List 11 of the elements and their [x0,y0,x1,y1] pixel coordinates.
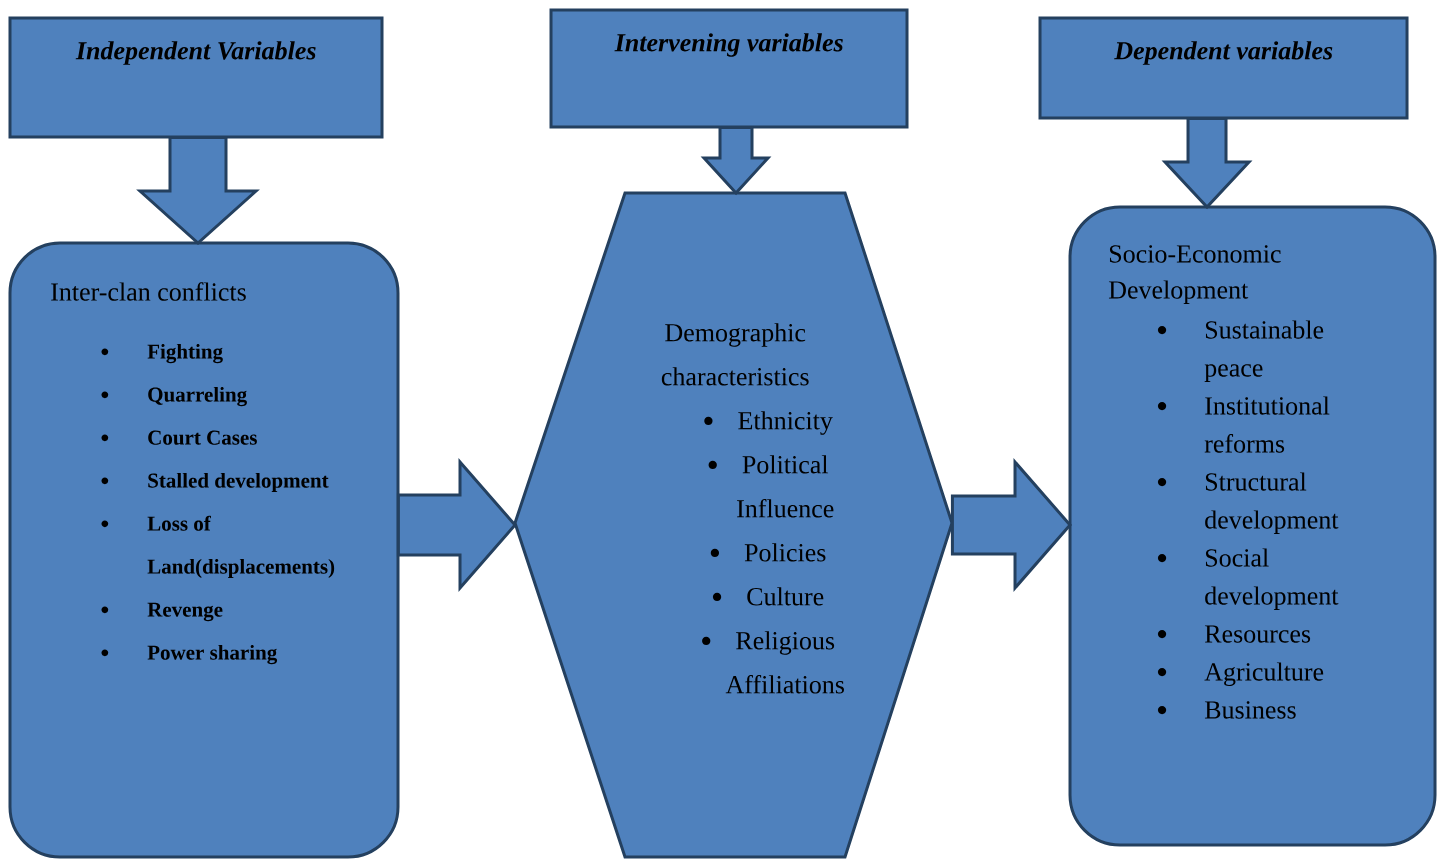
block-arrow [700,125,772,196]
hexagon-box: Demographic characteristics Ethnicity Political Influence Policies Culture Religious Affiliations [513,191,954,859]
rounded-box: Inter-clan conflicts Fighting Quarreling Court Cases Stalled development Loss of Land(displacements) Revenge Power sharing [8,241,400,859]
block-arrow [1161,116,1253,210]
header-box: Dependent variables [1038,16,1409,120]
rounded-box: Socio-Economic Development Sustainable peace Institutional reforms Structural development Social development Resources Agriculture Business [1068,205,1437,847]
block-arrow [950,458,1072,592]
block-arrow [396,458,517,592]
header-box: Intervening variables [549,8,909,129]
header-box: Independent Variables [8,16,384,139]
block-arrow [136,135,260,245]
